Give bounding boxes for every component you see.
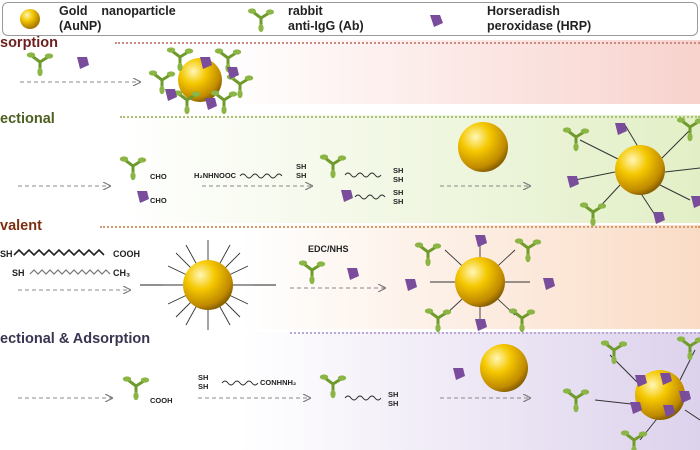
antibody-icon: [619, 428, 649, 450]
hrp-icon: [615, 123, 627, 135]
section3-divider: [100, 226, 700, 230]
antibody-icon: [561, 125, 591, 153]
hrp-icon: [341, 190, 353, 202]
legend-gold-label: Gold nanoparticle(AuNP): [59, 4, 176, 33]
hrp-icon: [430, 15, 443, 27]
carboxyl-thiol-chain: [13, 248, 105, 257]
section4-background: [240, 332, 700, 450]
antibody-icon: [507, 306, 537, 334]
antibody-icon: [413, 240, 443, 268]
label-sh-c1: SH: [393, 188, 404, 197]
label-cho-1: CHO: [150, 172, 167, 181]
hrp-icon: [691, 196, 700, 208]
section2-conjugate: [561, 115, 700, 228]
section-title-directional: ectional: [0, 111, 55, 127]
antibody-icon: [599, 338, 629, 366]
antibody-icon: [121, 374, 151, 402]
antibody-icon: [578, 200, 608, 228]
label-sh-c2: SH: [393, 197, 404, 206]
hrp-icon: [205, 98, 217, 110]
hrp-icon: [77, 57, 89, 69]
label-ch3: CH₃: [113, 268, 131, 278]
hrp-icon: [543, 278, 555, 290]
hrp-icon: [475, 319, 487, 331]
hydrazide-thiol-linker: [221, 380, 259, 386]
hrp-icon: [630, 402, 642, 414]
label-cooh-antibody: COOH: [150, 396, 173, 405]
section4-conjugate: [561, 334, 700, 450]
hrp-icon: [137, 191, 149, 203]
hrp-icon: [567, 176, 579, 188]
hydrazide-linker: [239, 173, 283, 179]
section2-divider: [120, 116, 700, 120]
gold-nanoparticle-icon: [20, 9, 40, 29]
gold-nanoparticle-icon: [183, 260, 233, 310]
label-sh-e2: SH: [388, 399, 399, 408]
antibody-icon: [675, 115, 700, 143]
antibody-icon: [25, 50, 55, 78]
hrp-icon: [653, 212, 665, 224]
antibody-icon: [318, 372, 348, 400]
label-sh-a1: SH: [296, 162, 307, 171]
label-sh-ch3-chain: SH: [12, 268, 25, 278]
section1-reagents: [25, 50, 89, 78]
antibody-icon: [423, 306, 453, 334]
antibody-icon: [248, 8, 274, 32]
section-title-directional-adsorption: ectional & Adsorption: [0, 331, 151, 347]
methyl-thiol-chain: [29, 269, 111, 275]
legend-icons: [20, 8, 443, 32]
hrp-icon: [475, 235, 487, 247]
gold-nanoparticle-icon: [455, 257, 505, 307]
hrp-icon: [405, 279, 417, 291]
gold-nanoparticle-icon: [458, 122, 508, 172]
label-conhnh2: CONHNH₂: [260, 378, 297, 387]
label-sh-cooh-chain: SH: [0, 249, 13, 259]
hrp-icon: [453, 368, 465, 380]
label-sh-d2: SH: [198, 382, 209, 391]
label-cho-2: CHO: [150, 196, 167, 205]
antibody-icon: [118, 154, 148, 182]
antibody-icon: [297, 258, 327, 286]
gold-nanoparticle-icon: [615, 145, 665, 195]
label-sh-b1: SH: [393, 166, 404, 175]
thiol-linker-2: [354, 194, 386, 200]
thiol-linker-1: [344, 172, 382, 178]
gold-nanoparticle-icon: [480, 344, 528, 392]
section-title-adsorption: sorption: [0, 35, 58, 51]
section1-conjugate: [147, 45, 255, 116]
antibody-icon: [513, 236, 543, 264]
thiol-linker-3: [344, 395, 382, 401]
label-sh-d1: SH: [198, 373, 209, 382]
label-cooh: COOH: [113, 249, 140, 259]
label-sh-e1: SH: [388, 390, 399, 399]
hrp-icon: [347, 268, 359, 280]
hrp-icon: [165, 89, 177, 101]
label-sh-a2: SH: [296, 171, 307, 180]
label-sh-b2: SH: [393, 175, 404, 184]
label-edc-nhs: EDC/NHS: [308, 244, 349, 254]
section-title-covalent: valent: [0, 218, 42, 234]
antibody-icon: [675, 334, 700, 362]
section1-background: [220, 40, 700, 104]
antibody-icon: [318, 152, 348, 180]
gold-nanoparticle-icon: [178, 58, 222, 102]
section1-divider: [115, 42, 700, 46]
label-hydrazide: H₂NHNOOC: [194, 171, 237, 180]
section4-divider: [290, 332, 700, 336]
antibody-icon: [561, 386, 591, 414]
